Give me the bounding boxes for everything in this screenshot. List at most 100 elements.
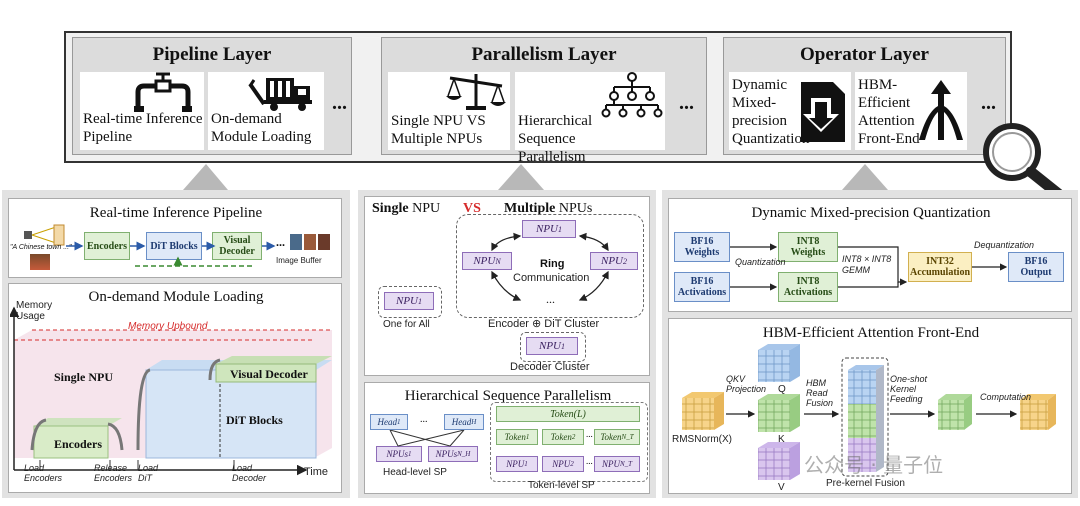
head-dots: ... [420,414,428,425]
sp-npus-nh-sub: N_H [457,449,471,458]
bf16-output-box: BF16 Output [1008,252,1064,282]
int8-activations-box: INT8 Activations [778,272,838,302]
dmq-title: Dynamic Mixed-precision Quantization [751,205,991,221]
ring-node-npu2-sub: 2 [623,256,627,266]
sp-npus-1-sub: 1 [408,449,412,458]
token-2-label: Token [550,431,572,442]
head-level-sp-label: Head-level SP [383,467,447,478]
operator-layer-title: Operator Layer [800,44,929,65]
sp-npus-1-label: NPUs [386,448,408,459]
merge-arrow-icon [919,80,963,140]
v-label: V [778,482,785,493]
realtime-pipeline-title: Real-time Inference Pipeline [89,205,263,221]
token-npu-1-sub: 1 [524,459,528,468]
operator-card-dmq: Dynamic Mixed-precision Quantization [729,72,851,150]
prekernel-fusion-label: Pre-kernel Fusion [826,478,905,489]
projector-icon [24,224,65,246]
buffer-label: Image Buffer [276,256,322,265]
ring-node-npun-label: NPU [473,254,496,267]
vs-label: VS [463,201,481,216]
dit-blocks-block-label: DiT Blocks [226,413,283,427]
hierarchy-tree-icon [601,72,663,118]
parallelism-card-vs-text: Single NPU VS Multiple NPUs [391,113,486,147]
token-npu-nt-label: NPU [601,458,620,469]
download-file-icon [801,82,845,142]
quantization-label: Quantization [735,257,786,267]
pipeline-layer-title: Pipeline Layer [152,44,272,65]
one-for-all-label: One for All [383,319,430,330]
ring-title: Ring [540,258,565,270]
time-axis-label: Time [304,466,329,478]
oneshot-feeding-label: One-shot Kernel Feeding [890,374,928,404]
single-npu-group [378,286,442,318]
event-load-dit: Load DiT [138,463,159,483]
dequantization-label: Dequantization [974,240,1035,250]
parallelism-more-dots: ... [679,92,694,114]
hbm-diagram [682,344,1056,480]
hsp-title: Hierarchical Sequence Parallelism [404,388,612,404]
head-1-sub: 1 [397,417,401,426]
town-thumbnail [30,254,50,270]
decoder-cluster-group [520,332,586,362]
ondemand-title: On-demand Module Loading [88,289,264,305]
encoders-box: Encoders [84,232,130,260]
prompt-text: "A Chinese town ..." [10,244,72,251]
token-npu-nt-sub: N_T [619,459,633,468]
pipe-icon [134,72,192,112]
token-nt-sub: N_T [621,432,634,441]
token-npu-dots: ... [586,456,593,466]
parallelism-card-hsp-text: Hierarchical Sequence Parallelism [518,113,593,165]
ring-dots: ... [546,292,555,306]
npus-word: NPUs [558,201,593,216]
operator-more-dots: ... [981,92,996,114]
hbm-read-fusion-label: HBM Read Fusion [806,378,834,408]
head-h-label: Head [451,416,472,427]
dit-blocks-box: DiT Blocks [146,232,202,260]
truck-icon [248,78,312,111]
encoders-block-label: Encoders [54,437,102,451]
int8-weights-box: INT8 Weights [778,232,838,262]
token-nt-label: Token [600,431,622,442]
k-label: K [778,434,785,445]
encoder-dit-cluster-label: Encoder ⊕ DiT Cluster [488,318,600,330]
bf16-weights-box: BF16 Weights [674,232,730,262]
token-2-sub: 2 [571,432,576,441]
decoder-npu-label: NPU [539,339,561,352]
operator-card-dmq-text: Dynamic Mixed-precision Quantization [732,77,810,147]
bf16-activations-box: BF16 Activations [674,272,730,302]
token-L-box: Token(L) [496,406,640,422]
head-level-lines [389,430,465,447]
hbm-title: HBM-Efficient Attention Front-End [762,325,980,341]
memory-chart [10,306,332,476]
event-load-encoders: Load Encoders [24,463,63,483]
decoder-cluster-label: Decoder Cluster [510,361,590,373]
visual-decoder-block-label: Visual Decoder [230,367,308,381]
buffer-dots: ... [276,235,285,249]
memory-usage-axis-label: Memory Usage [16,300,53,322]
event-release-encoders: Release Encoders [94,463,133,483]
token-1-label: Token [504,431,526,442]
multiple-npus-heading: Multiple NPUs [504,201,592,217]
q-label: Q [778,384,786,395]
event-load-decoder: Load Decoder [232,463,267,483]
pipeline-card-realtime: Real-time Inference Pipeline [80,72,204,150]
single-npu-heading: Single NPU [372,201,440,217]
npu-word: NPU [412,201,441,216]
ring-subtitle: Communication [513,272,590,284]
balance-scale-icon [446,74,506,110]
parallelism-card-hsp: Hierarchical Sequence Parallelism [515,72,665,165]
parallelism-layer-title: Parallelism Layer [471,44,617,65]
token-npu-2-label: NPU [552,458,571,469]
token-dots: ... [586,429,593,439]
buffer-image-2 [304,234,316,250]
buffer-image-1 [290,234,302,250]
